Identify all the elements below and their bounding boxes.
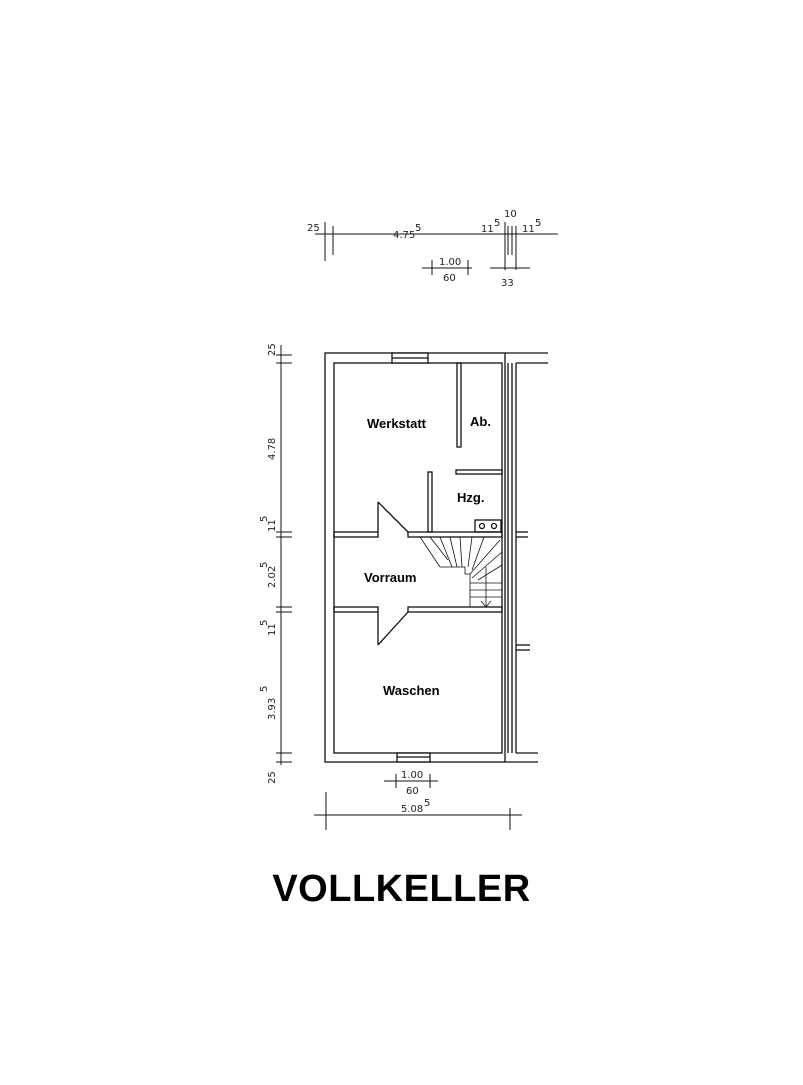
dim-top-25: 25 [307, 223, 320, 234]
svg-text:2.02: 2.02 [267, 566, 278, 588]
room-label-ab: Ab. [470, 414, 491, 429]
room-label-werkstatt: Werkstatt [367, 416, 427, 431]
svg-text:60: 60 [406, 786, 419, 797]
svg-text:5: 5 [415, 223, 421, 234]
svg-text:11: 11 [267, 623, 278, 636]
walls [324, 352, 548, 763]
svg-text:25: 25 [267, 771, 278, 784]
room-label-waschen: Waschen [383, 683, 440, 698]
svg-text:5: 5 [535, 218, 541, 229]
svg-text:5: 5 [259, 686, 270, 692]
svg-text:25: 25 [267, 343, 278, 356]
svg-text:11: 11 [522, 224, 535, 235]
svg-text:5: 5 [259, 516, 270, 522]
svg-text:1.00: 1.00 [401, 770, 423, 781]
staircase [419, 536, 503, 608]
svg-text:60: 60 [443, 273, 456, 284]
svg-text:5.08: 5.08 [401, 804, 423, 815]
svg-text:5: 5 [424, 798, 430, 809]
room-label-vorraum: Vorraum [364, 570, 417, 585]
dim-top-475: 4.75 [393, 230, 415, 241]
svg-text:5: 5 [259, 620, 270, 626]
svg-text:33: 33 [501, 278, 514, 289]
svg-text:3.93: 3.93 [267, 698, 278, 720]
svg-text:5: 5 [494, 218, 500, 229]
top-dimensions: 25 4.75 5 11 5 10 11 5 1.00 60 33 [307, 209, 558, 289]
plan-title: VOLLKELLER [272, 868, 531, 910]
bottom-dimensions: 1.00 60 5.08 5 [314, 770, 522, 830]
svg-text:11: 11 [481, 224, 494, 235]
left-dimensions: 25 4.78 11 5 2.02 5 11 5 3.93 5 25 [259, 343, 292, 784]
room-label-hzg: Hzg. [457, 490, 484, 505]
svg-text:11: 11 [267, 519, 278, 532]
svg-text:5: 5 [259, 562, 270, 568]
svg-text:1.00: 1.00 [439, 257, 461, 268]
svg-text:10: 10 [504, 209, 517, 220]
svg-text:4.78: 4.78 [267, 438, 278, 460]
